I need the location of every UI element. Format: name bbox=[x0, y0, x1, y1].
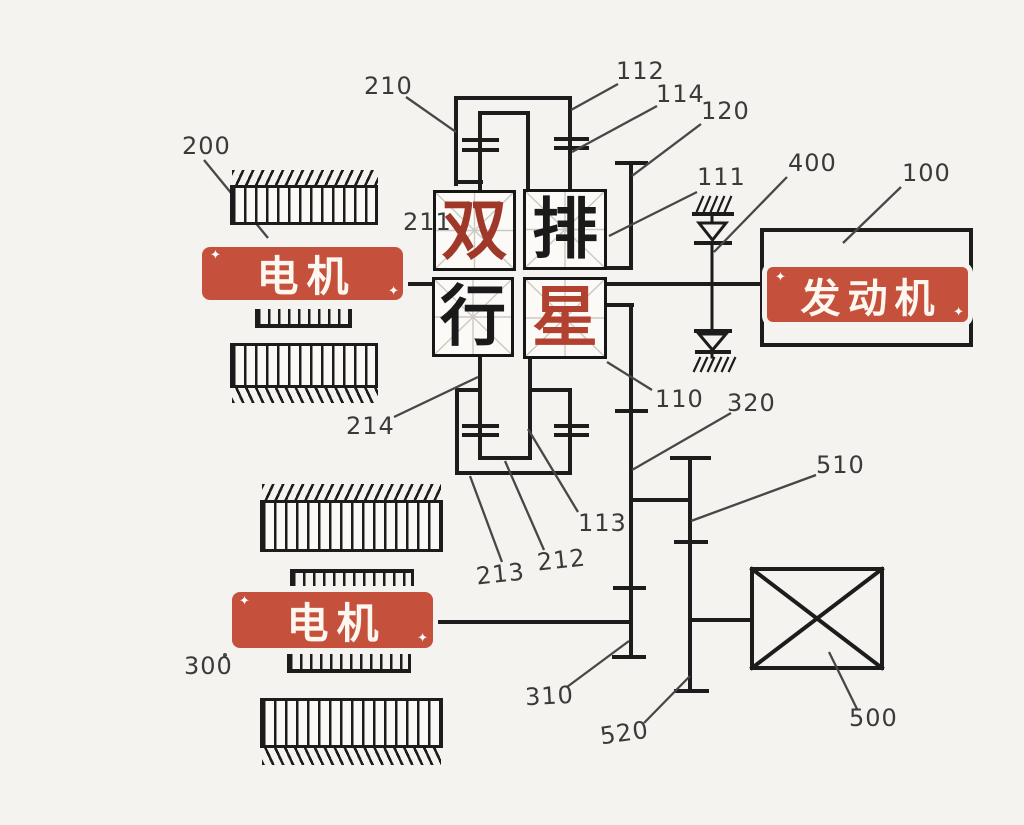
stator-block-top-200 bbox=[230, 185, 378, 225]
idler-shaft-510 bbox=[670, 456, 752, 693]
ref-label-214: 214 bbox=[346, 412, 395, 440]
sparkle-icon: ✦ bbox=[417, 631, 428, 646]
stator-block-bottom-300 bbox=[260, 698, 443, 748]
leader-214 bbox=[393, 375, 479, 419]
leader-100 bbox=[842, 186, 902, 244]
ref-label-120: 120 bbox=[701, 97, 750, 125]
char-box-xing: 行 bbox=[432, 277, 514, 357]
ref-label-200: 200 bbox=[182, 132, 231, 160]
leader-310 bbox=[566, 640, 630, 688]
ground-hatch-top bbox=[695, 195, 733, 213]
ref-label-510: 510 bbox=[816, 451, 865, 479]
rotor-comb-200 bbox=[255, 309, 352, 328]
char-pai: 排 bbox=[532, 190, 598, 268]
one-way-clutch-400 bbox=[692, 195, 737, 373]
leader-114 bbox=[571, 104, 658, 154]
leader-213 bbox=[468, 475, 504, 563]
leader-111 bbox=[608, 190, 698, 238]
engine-label: 发动机 bbox=[800, 275, 942, 322]
ref-label-310: 310 bbox=[524, 680, 575, 712]
leader-210 bbox=[405, 96, 457, 133]
engine-outline bbox=[760, 228, 973, 347]
engine-box: ✦ 发动机 ✦ bbox=[767, 267, 968, 322]
leader-112 bbox=[570, 82, 619, 112]
char-box-shuang: 双 bbox=[433, 190, 516, 271]
ground-hatch-bottom bbox=[692, 356, 737, 373]
sparkle-icon: ✦ bbox=[388, 284, 399, 299]
leader-110 bbox=[606, 361, 653, 391]
sparkle-icon: ✦ bbox=[953, 305, 964, 320]
leader-212 bbox=[503, 460, 546, 551]
rotor-comb-top-300 bbox=[290, 569, 414, 586]
char-xing2: 行 bbox=[440, 278, 506, 355]
ref-label-213: 213 bbox=[474, 557, 527, 591]
ref-label-210: 210 bbox=[364, 72, 413, 100]
rice-grid-lines bbox=[526, 192, 604, 267]
ref-label-300: 300 bbox=[184, 652, 233, 680]
motor-200-box: ✦ 电机 ✦ bbox=[202, 247, 403, 301]
stator-hatch-top-200 bbox=[232, 170, 378, 186]
output-shaft-320 bbox=[434, 303, 692, 659]
upper-clutch-bracket bbox=[454, 96, 589, 192]
lower-clutch-bracket bbox=[455, 356, 589, 475]
leader-400 bbox=[713, 176, 788, 253]
rice-grid-lines bbox=[526, 280, 604, 356]
sparkle-icon: ✦ bbox=[775, 270, 786, 285]
clutch-plates-112 bbox=[462, 137, 589, 152]
final-drive-500 bbox=[749, 566, 885, 671]
motor-200-label: 电机 bbox=[256, 252, 357, 301]
leader-lines bbox=[203, 82, 902, 724]
ref-label-500: 500 bbox=[849, 704, 898, 732]
leader-320 bbox=[631, 412, 732, 471]
leader-510 bbox=[690, 473, 817, 523]
ref-label-100: 100 bbox=[902, 159, 951, 187]
stator-block-top-300 bbox=[260, 500, 443, 552]
stator-hatch-top-300 bbox=[262, 484, 441, 501]
ref-label-212: 212 bbox=[535, 543, 588, 577]
leader-120 bbox=[631, 123, 702, 177]
ref-label-114: 114 bbox=[656, 80, 705, 108]
char-box-pai: 排 bbox=[523, 189, 607, 270]
stator-hatch-bottom-200 bbox=[232, 387, 378, 403]
leader-113 bbox=[527, 428, 579, 513]
rotor-comb-bottom-300 bbox=[287, 654, 411, 673]
leader-520 bbox=[643, 675, 691, 724]
ref-label-211: 211 bbox=[403, 208, 452, 236]
sparkle-icon: ✦ bbox=[210, 248, 221, 263]
ref-label-400: 400 bbox=[788, 149, 837, 177]
char-star: 星 bbox=[532, 279, 598, 356]
motor-300-label: 电机 bbox=[286, 598, 387, 648]
motor-300-box: ✦ 电机 ✦ bbox=[232, 592, 433, 648]
leader-500 bbox=[827, 651, 859, 710]
stator-block-bottom-200 bbox=[230, 343, 378, 388]
rice-grid-lines bbox=[435, 280, 511, 354]
ref-label-110: 110 bbox=[655, 385, 704, 413]
ref-label-111: 111 bbox=[697, 163, 746, 191]
ref-label-113: 113 bbox=[578, 509, 627, 537]
clutch-plates-bottom bbox=[462, 424, 589, 437]
ref-label-112: 112 bbox=[616, 57, 665, 85]
ring-shaft-120 bbox=[602, 161, 648, 270]
char-box-star: 星 bbox=[523, 277, 607, 359]
stator-hatch-bottom-300 bbox=[262, 746, 441, 765]
leader-dot-300 bbox=[223, 653, 227, 657]
sparkle-icon: ✦ bbox=[239, 594, 250, 609]
rice-grid-lines bbox=[436, 193, 513, 268]
ref-label-320: 320 bbox=[727, 389, 776, 417]
char-shuang: 双 bbox=[441, 191, 508, 269]
